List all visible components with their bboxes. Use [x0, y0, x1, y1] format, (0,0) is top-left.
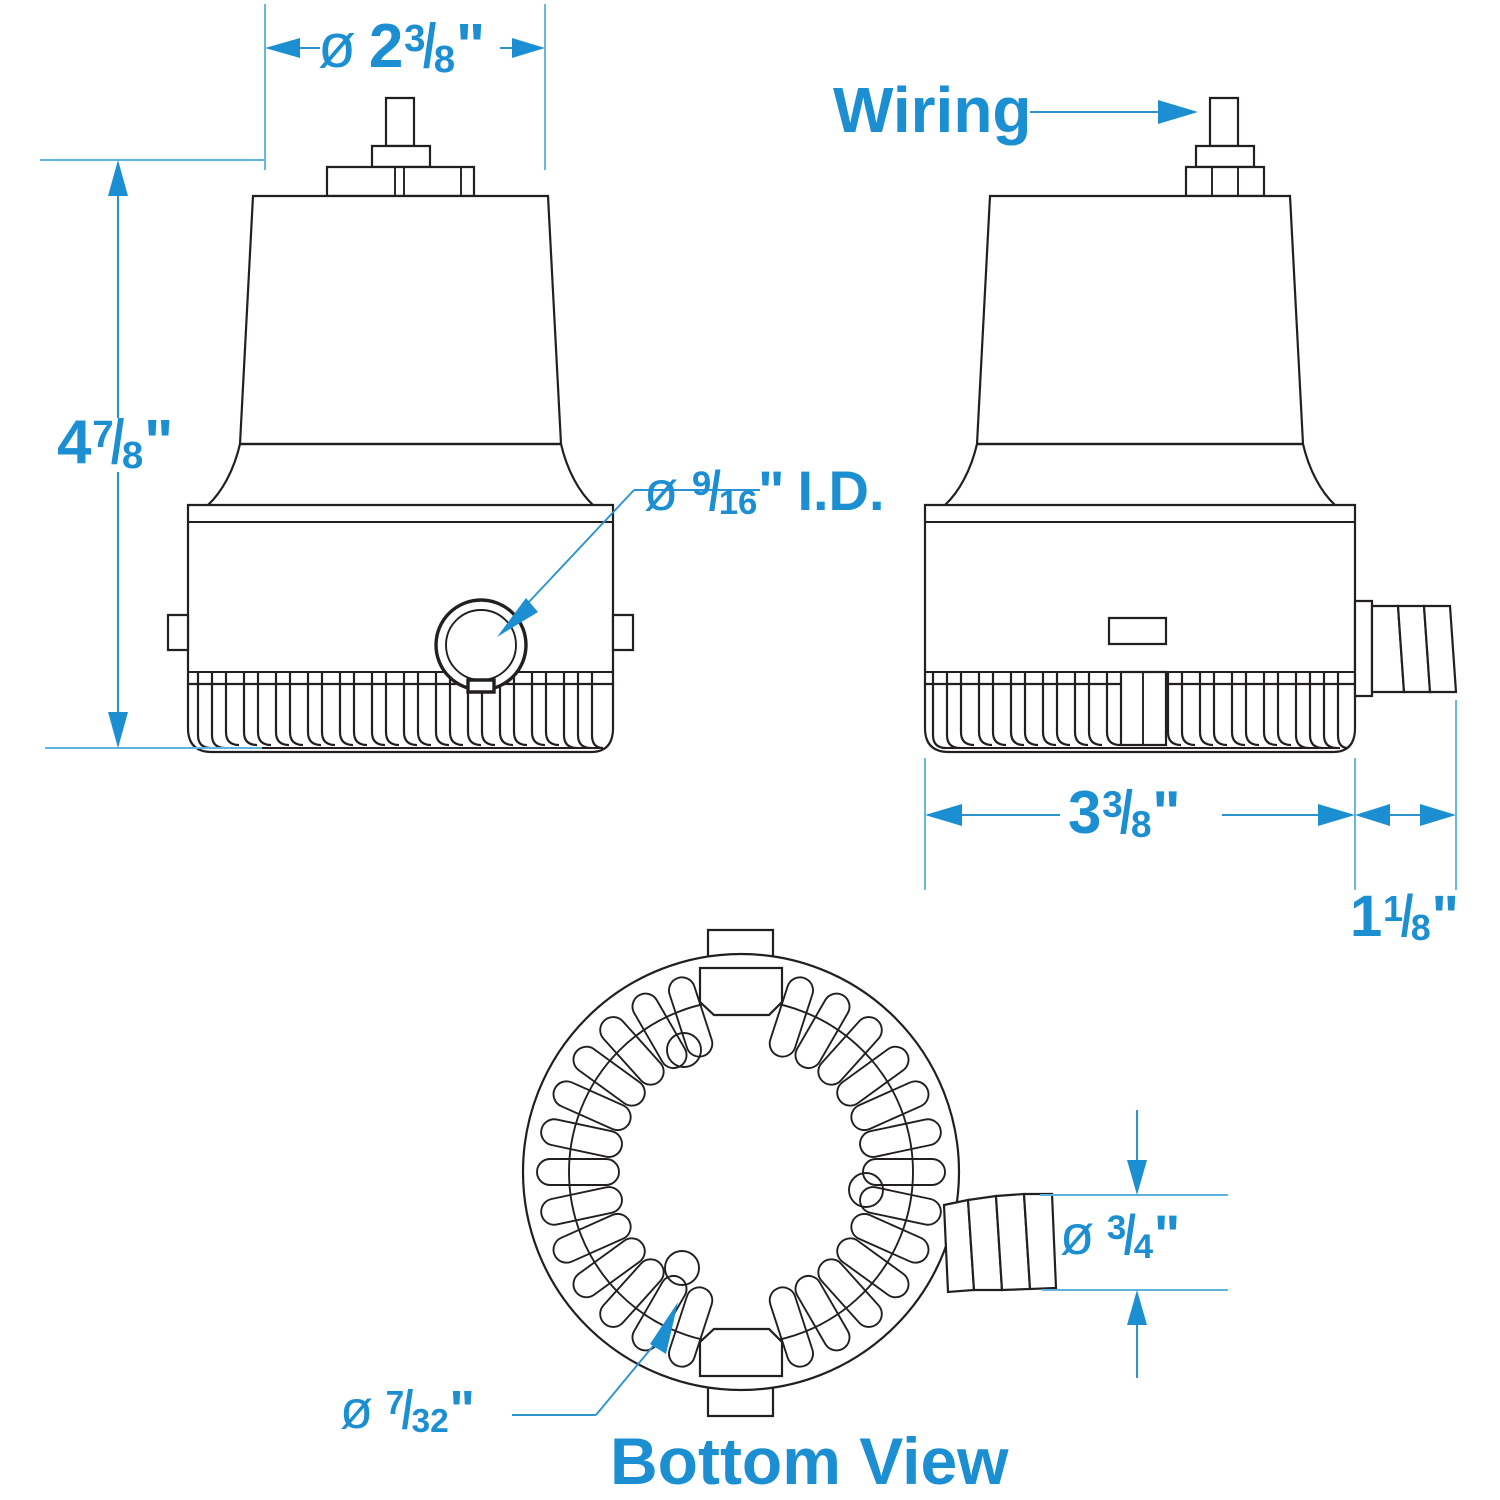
front-outlet-port-key [466, 678, 496, 694]
front-motor-housing [238, 194, 563, 446]
side-barb-seg4 [1422, 604, 1458, 694]
side-strainer-body [923, 503, 1357, 686]
proj-arrow-right [1420, 804, 1456, 826]
front-left-mount-tab [166, 613, 190, 652]
bottom-mount-hole-1 [666, 1032, 702, 1068]
dim-whole: 3 [1068, 779, 1102, 846]
side-gland-base [1184, 165, 1266, 198]
dim-denominator: 32 [411, 1403, 449, 1441]
top-dia-arrow-left [265, 38, 300, 58]
bottom-radial-slots [536, 976, 946, 1368]
front-strainer-fins [196, 672, 604, 750]
barb-dia-arrow-bottom [1127, 1290, 1147, 1325]
mount-hole-arrow [650, 1302, 678, 1354]
dim-label-outlet-projection: 11/8" [1350, 884, 1459, 949]
dim-numerator: 1 [1382, 887, 1403, 929]
bottom-strainer-outer-circle [521, 952, 961, 1392]
side-strainer-bottom-contour [923, 684, 1357, 754]
bottom-barb-seg4 [1022, 1192, 1058, 1291]
dim-unit: " [455, 12, 485, 81]
front-left-fillet [207, 443, 242, 506]
dim-suffix: I.D. [797, 459, 885, 522]
front-strainer-bottom-contour [186, 684, 615, 754]
bottom-mount-hole-2 [848, 1172, 884, 1208]
dim-numerator: 3 [404, 16, 426, 60]
dimension-barb-diameter [1040, 1110, 1228, 1378]
dim-numerator: 7 [385, 1384, 405, 1422]
dim-denominator: 4 [1133, 1228, 1153, 1267]
width-arrow-right [1318, 804, 1355, 826]
dim-numerator: 9 [691, 465, 712, 504]
side-left-fillet [944, 443, 979, 506]
dim-whole: 2 [368, 12, 404, 81]
dim-unit: " [144, 408, 173, 477]
front-right-mount-tab [611, 613, 635, 652]
dim-whole: 1 [1350, 884, 1383, 949]
front-strainer-body [186, 503, 615, 686]
dim-unit: " [758, 459, 785, 522]
dim-label-body-width: 33/8" [1068, 779, 1181, 846]
outlet-id-leader-slant [511, 489, 635, 621]
bottom-tab-notch-top [698, 966, 784, 1017]
bottom-mount-hole-3 [664, 1250, 700, 1286]
diameter-symbol-icon: ø [644, 459, 679, 522]
side-motor-housing [975, 194, 1305, 446]
side-barb-seg1 [1353, 599, 1374, 698]
dim-denominator: 8 [121, 433, 144, 477]
side-label-plate [1107, 616, 1168, 646]
diameter-symbol-icon: ø [1060, 1203, 1095, 1266]
dim-denominator: 8 [1130, 803, 1152, 846]
dim-whole: 4 [57, 408, 92, 477]
height-arrow-bottom [108, 712, 128, 748]
dim-denominator: 16 [718, 484, 758, 523]
top-dia-arrow-right [512, 38, 545, 58]
dim-unit: " [449, 1380, 475, 1440]
diameter-symbol-icon: ø [318, 12, 356, 81]
dim-numerator: 3 [1102, 783, 1123, 826]
outlet-id-arrow [497, 598, 538, 637]
front-right-fillet [559, 443, 594, 506]
front-view-group [166, 96, 635, 754]
dim-label-height: 47/8" [57, 408, 173, 477]
dim-unit: " [1153, 1203, 1181, 1266]
callout-wiring: Wiring [833, 74, 1032, 146]
front-outlet-port-outer [434, 598, 528, 692]
barb-dia-arrow-top [1127, 1160, 1147, 1195]
leader-outlet-id [497, 489, 760, 637]
front-gland-collar [370, 144, 432, 169]
dim-unit: " [1152, 779, 1180, 846]
dimension-body-width [924, 758, 1356, 890]
side-gland-collar [1194, 144, 1256, 169]
side-gland-stem [1208, 96, 1240, 148]
bottom-tab-notch-bottom [698, 1327, 784, 1378]
wiring-arrow [1158, 100, 1198, 124]
side-right-fillet [1301, 443, 1336, 506]
dim-unit: " [1431, 884, 1459, 949]
bottom-view-group [521, 928, 1058, 1418]
height-arrow-top [108, 160, 128, 196]
leader-mount-hole [512, 1302, 678, 1416]
dim-denominator: 8 [433, 37, 456, 81]
front-gland-stem [384, 96, 416, 148]
diameter-symbol-icon: ø [340, 1380, 373, 1440]
dim-numerator: 3 [1106, 1209, 1127, 1248]
side-view-group [923, 96, 1458, 754]
width-arrow-left [925, 804, 962, 826]
proj-arrow-left [1355, 804, 1390, 826]
leader-wiring [1030, 100, 1198, 124]
dimension-height [45, 159, 262, 749]
dim-denominator: 8 [1410, 907, 1431, 949]
dim-numerator: 7 [92, 412, 114, 456]
dimension-outlet-projection [1355, 700, 1457, 890]
front-gland-base [325, 165, 476, 198]
callout-bottom-view: Bottom View [610, 1424, 1009, 1498]
